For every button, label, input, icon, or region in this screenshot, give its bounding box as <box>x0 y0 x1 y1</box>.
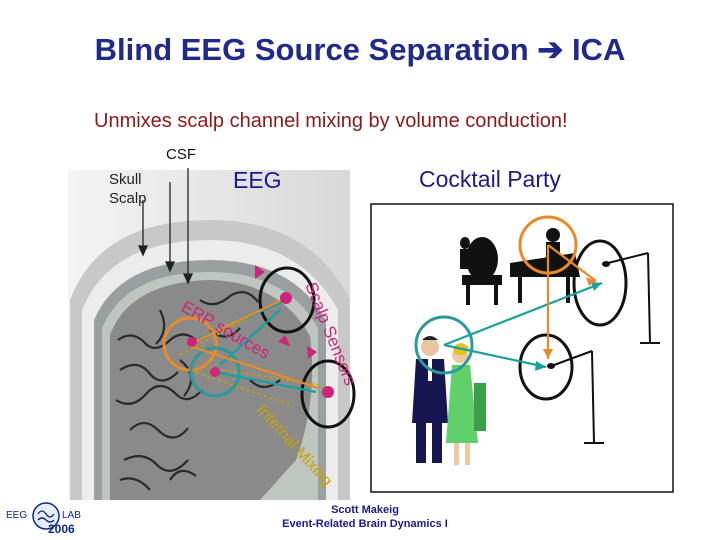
brain-illustration: ERP sources Scalp Sensors Internal Mixin… <box>68 168 360 500</box>
logo-year: 2006 <box>48 522 75 536</box>
scalp-label: Scalp <box>109 190 147 207</box>
slide-title: Blind EEG Source Separation ➔ ICA <box>94 32 626 67</box>
skull-label: Skull <box>109 171 142 188</box>
eeg-label: EEG <box>233 167 282 193</box>
footer-credit: Scott Makeig Event-Related Brain Dynamic… <box>250 503 480 531</box>
slide-subtitle: Unmixes scalp channel mixing by volume c… <box>94 110 568 132</box>
eeglab-logo: EEG LAB 2006 <box>4 496 96 538</box>
brain-logo-icon <box>32 502 60 530</box>
logo-left-text: EEG <box>6 510 28 521</box>
logo-right-text: LAB <box>62 510 81 521</box>
credit-name: Scott Makeig <box>331 504 399 516</box>
credit-course: Event-Related Brain Dynamics I <box>282 518 448 530</box>
cocktail-party-title: Cocktail Party <box>419 166 561 192</box>
cocktail-party-illustration <box>370 203 674 493</box>
csf-label: CSF <box>166 146 196 163</box>
